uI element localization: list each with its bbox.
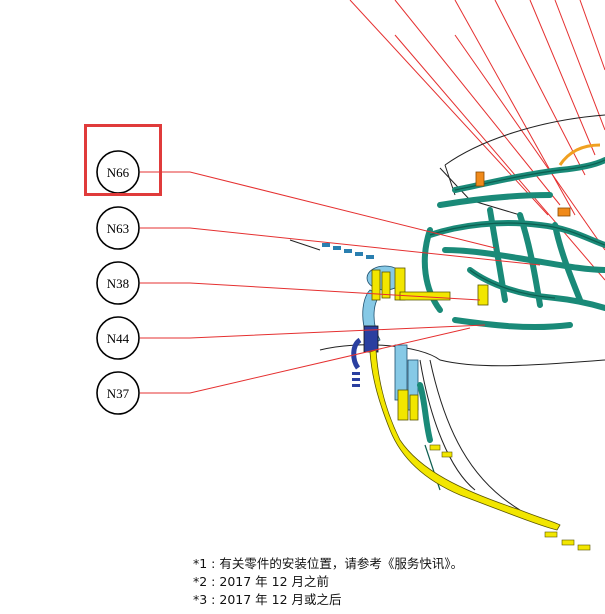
navy-connector: [351, 325, 379, 387]
callout-label-N44: N44: [107, 331, 130, 346]
callout-label-N37: N37: [107, 386, 130, 401]
callout-N63[interactable]: N63: [96, 206, 140, 250]
callout-leader-lines: [140, 171, 541, 394]
footnote-1: *1 : 有关零件的安装位置，请参考《服务快讯》。: [193, 556, 464, 571]
footnotes: *1 : 有关零件的安装位置，请参考《服务快讯》。 *2 : 2017 年 12…: [193, 555, 463, 609]
callout-N37[interactable]: N37: [96, 371, 140, 415]
callout-label-N66: N66: [107, 165, 130, 180]
yellow-dash-end: [429, 444, 591, 551]
callout-label-N63: N63: [107, 221, 129, 236]
yellow-harness: [369, 267, 561, 531]
highlight-box-N66: [84, 124, 162, 196]
top-leader-lines: [349, 0, 605, 281]
footnote-2: *2 : 2017 年 12 月之前: [193, 574, 329, 589]
callout-N44[interactable]: N44: [96, 316, 140, 360]
callout-N38[interactable]: N38: [96, 261, 140, 305]
footnote-3: *3 : 2017 年 12 月或之后: [193, 592, 342, 607]
dashed-strip: [322, 243, 374, 259]
dashboard-outline: [289, 114, 605, 511]
orange-connectors: [475, 143, 601, 217]
callout-label-N38: N38: [107, 276, 129, 291]
